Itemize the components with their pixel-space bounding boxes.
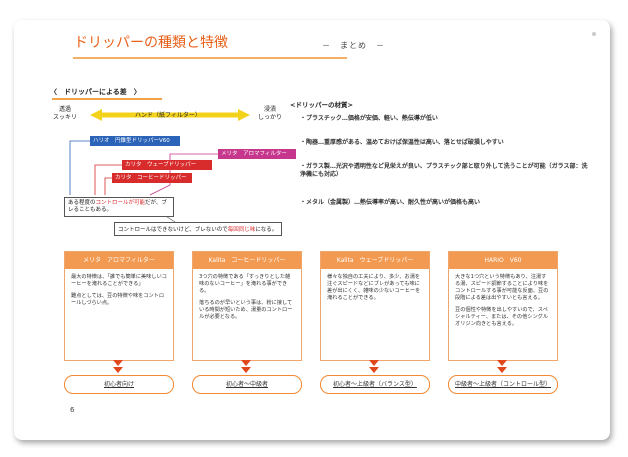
arrow-label: ハンド（紙フィルター） (135, 112, 201, 119)
down-arrow-icon (113, 360, 123, 366)
card-header: HARIO V60 (449, 252, 557, 269)
card-paragraph: 様々な独自の工夫により、多少、お湯を注ぐスピードなどにブレがあっても味に差が出に… (327, 274, 421, 301)
card-kalita-wave: Kalita ウェーブドリッパー 様々な独自の工夫により、多少、お湯を注ぐスピー… (320, 251, 430, 361)
summary-label: － まとめ － (322, 41, 385, 50)
down-arrow-icon (113, 367, 123, 373)
material-metal: ・メタル（金属製）…熱伝導率が高い、耐久性が高いが価格も高い (300, 199, 481, 206)
card-paragraph: 最大の特徴は、「誰でも簡単に美味しいコーヒーを淹れることができる」 (71, 274, 167, 287)
down-arrow-icon (241, 367, 251, 373)
card-body: 最大の特徴は、「誰でも簡単に美味しいコーヒーを淹れることができる」 難点としては… (65, 269, 173, 317)
tag-melitta-aroma: メリタ アロマフィルター (218, 149, 296, 159)
filter-section-heading: 〈 ドリッパーによる差 〉 (50, 88, 141, 96)
card-header: Kalita ウェーブドリッパー (321, 252, 429, 269)
note2-highlight: 毎回同じ味 (227, 227, 256, 233)
card-body: 様々な独自の工夫により、多少、お湯を注ぐスピードなどにブレがあっても味に差が出に… (321, 269, 429, 312)
card-paragraph: 大きな1つ穴という特徴もあり、注湯する湯、スピード調節することにより味をコントロ… (455, 274, 549, 301)
note2-pre: コントロールはできないけど、ブレないので (118, 227, 228, 233)
page-title: ドリッパーの種類と特徴 (74, 35, 228, 51)
level-label: 初心者～中級者 (225, 381, 268, 388)
down-arrow-icon (241, 360, 251, 366)
note1-highlight: コントロールが可能 (95, 200, 146, 206)
material-glass: ・ガラス製…光沢や透明性など見栄えが良い、プラスチック部と取り外して洗うことが可… (300, 163, 588, 178)
card-paragraph: 落ちるのが早いという事は、粉に接している時間が短いため、湯量のコントロールが必要… (199, 300, 293, 320)
card-paragraph: 3つ穴の特徴である「すっきりとした雑味のないコーヒー」を淹れる事ができる。 (199, 274, 291, 294)
level-badge-kalita-wave: 初心者～上級者（バランス型） (320, 375, 430, 394)
tag-kalita-coffee: カリタ コーヒードリッパー (112, 173, 192, 183)
level-badge-hario: 中級者～上級者（コントロール型） (448, 375, 558, 394)
title-underline (73, 57, 347, 59)
card-paragraph: 難点としては、豆の特徴や味をコントロールしづらい点。 (71, 293, 165, 306)
material-ceramic: ・陶器…重厚感がある、温めておけば保温性は高い、落とせば破損しやすい (300, 139, 504, 146)
material-plastic: ・プラスチック…価格が安価、軽い、熱伝導が低い (300, 115, 438, 122)
card-melitta: メリタ アロマフィルター 最大の特徴は、「誰でも簡単に美味しいコーヒーを淹れるこ… (64, 251, 174, 361)
scale-left-label: 透過スッキリ (53, 106, 77, 122)
down-arrow-icon (369, 360, 379, 366)
double-arrow-icon (90, 109, 250, 121)
level-label: 初心者～上級者（バランス型） (333, 381, 417, 388)
tag-kalita-wave: カリタ ウェーブドリッパー (122, 160, 212, 170)
page-number: 6 (70, 406, 75, 414)
scale-left-text: 透過スッキリ (53, 106, 78, 121)
materials-heading: <ドリッパーの材質> (290, 101, 353, 109)
card-header: Kalita コーヒードリッパー (193, 252, 301, 269)
scale-right-text: 浸漬しっかり (258, 106, 283, 121)
note-controllable: ある程度のコントロールが可能だが、ブレることもある。 (64, 197, 174, 217)
card-header: メリタ アロマフィルター (65, 252, 173, 269)
card-hario-v60: HARIO V60 大きな1つ穴という特徴もあり、注湯する湯、スピード調節するこ… (448, 251, 558, 361)
note1-pre: ある程度の (68, 200, 96, 206)
level-badge-kalita-coffee: 初心者～中級者 (192, 375, 302, 394)
note1-post: だが、ブレることもある。 (68, 200, 167, 213)
card-paragraph: 豆の個性や特徴を出しやすいので、スペシャルティー、または、その他シングルオリジン… (455, 307, 549, 327)
level-badge-melitta: 初心者向け (64, 375, 174, 394)
card-kalita-coffee: Kalita コーヒードリッパー 3つ穴の特徴である「すっきりとした雑味のないコ… (192, 251, 302, 361)
tag-hario-v60: ハリオ 円錐型ドリッパーV60 (90, 136, 180, 146)
note2-post: になる。 (255, 227, 278, 233)
down-arrow-icon (497, 360, 507, 366)
filter-section-underline (52, 98, 162, 100)
down-arrow-icon (369, 367, 379, 373)
down-arrow-icon (497, 367, 507, 373)
scale-right-label: 浸漬しっかり (258, 106, 282, 122)
corner-dot (592, 32, 596, 36)
level-label: 初心者向け (103, 381, 134, 388)
card-body: 3つ穴の特徴である「すっきりとした雑味のないコーヒー」を淹れる事ができる。 落ち… (193, 269, 301, 331)
card-body: 大きな1つ穴という特徴もあり、注湯する湯、スピード調節することにより味をコントロ… (449, 269, 557, 338)
level-label: 中級者～上級者（コントロール型） (454, 381, 551, 388)
note-consistent: コントロールはできないけど、ブレないので毎回同じ味になる。 (114, 222, 282, 236)
